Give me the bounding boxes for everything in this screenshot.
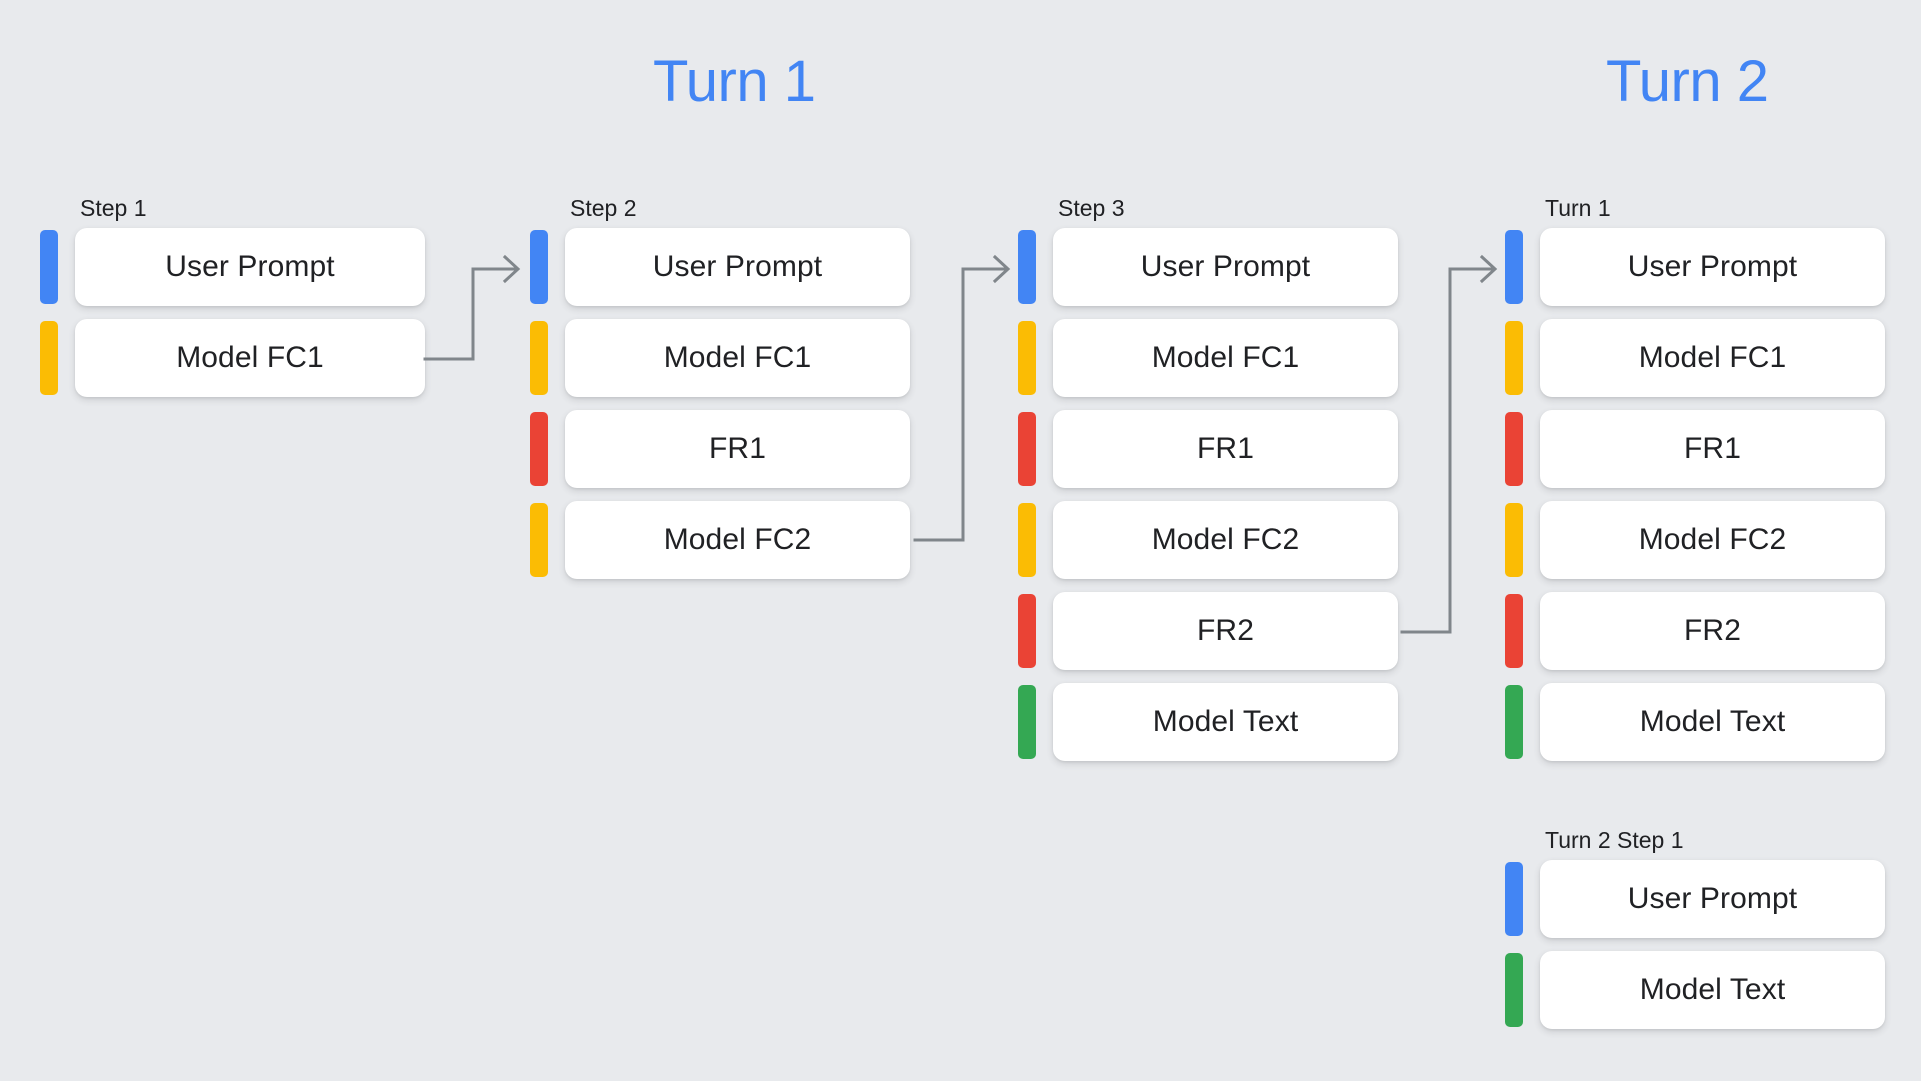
connector-line [423, 267, 519, 361]
role-color-bar-function-response [1018, 412, 1036, 486]
arrowhead-icon [992, 254, 1011, 284]
role-color-bar-model-text [1505, 953, 1523, 1027]
arrowhead-icon [502, 254, 521, 284]
connector-line [1400, 267, 1496, 634]
role-color-bar-model-function-call [1505, 321, 1523, 395]
card-label: Model FC2 [1151, 523, 1300, 556]
card-label: User Prompt [165, 250, 335, 283]
card-label: FR1 [1684, 432, 1741, 465]
card-user-prompt[interactable]: User Prompt [1540, 228, 1885, 306]
column-label-step-3: Step 3 [1058, 195, 1125, 221]
role-color-bar-model-function-call [1505, 503, 1523, 577]
connector-step2-to-step3 [913, 250, 1025, 560]
card-user-prompt[interactable]: User Prompt [1053, 228, 1398, 306]
card-label: Model Text [1639, 705, 1786, 738]
card-fr2[interactable]: FR2 [1053, 592, 1398, 670]
card-label: Model FC1 [663, 341, 812, 374]
role-color-bar-model-text [1505, 685, 1523, 759]
connector-step3-to-turn1 [1400, 250, 1512, 650]
role-color-bar-model-text [1018, 685, 1036, 759]
column-label-step-1: Step 1 [80, 195, 147, 221]
card-model-fc1[interactable]: Model FC1 [565, 319, 910, 397]
connector-line [913, 267, 1009, 542]
card-label: FR1 [1197, 432, 1254, 465]
role-color-bar-user-prompt [1018, 230, 1036, 304]
role-color-bar-user-prompt [40, 230, 58, 304]
card-label: User Prompt [1140, 250, 1311, 283]
card-label: User Prompt [1627, 882, 1798, 915]
card-model-text[interactable]: Model Text [1540, 683, 1885, 761]
connector-step1-to-step2 [423, 250, 535, 380]
card-label: User Prompt [652, 250, 823, 283]
role-color-bar-model-function-call [530, 503, 548, 577]
turn-1-heading: Turn 1 [653, 49, 816, 114]
card-model-fc2[interactable]: Model FC2 [565, 501, 910, 579]
role-color-bar-user-prompt [530, 230, 548, 304]
card-user-prompt[interactable]: User Prompt [1540, 860, 1885, 938]
turn-2-heading: Turn 2 [1606, 49, 1769, 114]
card-label: Model FC2 [1638, 523, 1787, 556]
card-label: FR2 [1197, 614, 1254, 647]
card-model-text[interactable]: Model Text [1540, 951, 1885, 1029]
column-label-turn-2-step-1: Turn 2 Step 1 [1545, 827, 1684, 853]
role-color-bar-function-response [1018, 594, 1036, 668]
role-color-bar-function-response [1505, 412, 1523, 486]
role-color-bar-function-response [1505, 594, 1523, 668]
column-label-step-2: Step 2 [570, 195, 637, 221]
role-color-bar-model-function-call [530, 321, 548, 395]
role-color-bar-model-function-call [1018, 503, 1036, 577]
role-color-bar-model-function-call [40, 321, 58, 395]
card-label: FR1 [709, 432, 766, 465]
card-user-prompt[interactable]: User Prompt [565, 228, 910, 306]
card-user-prompt[interactable]: User Prompt [75, 228, 425, 306]
card-model-text[interactable]: Model Text [1053, 683, 1398, 761]
card-label: User Prompt [1627, 250, 1798, 283]
role-color-bar-user-prompt [1505, 230, 1523, 304]
role-color-bar-user-prompt [1505, 862, 1523, 936]
card-model-fc1[interactable]: Model FC1 [75, 319, 425, 397]
card-label: FR2 [1684, 614, 1741, 647]
arrowhead-icon [1479, 254, 1498, 284]
role-color-bar-model-function-call [1018, 321, 1036, 395]
card-fr2[interactable]: FR2 [1540, 592, 1885, 670]
card-fr1[interactable]: FR1 [1053, 410, 1398, 488]
card-label: Model FC2 [663, 523, 812, 556]
card-label: Model FC1 [176, 341, 324, 374]
card-model-fc2[interactable]: Model FC2 [1540, 501, 1885, 579]
column-label-turn-1: Turn 1 [1545, 195, 1611, 221]
card-fr1[interactable]: FR1 [1540, 410, 1885, 488]
card-fr1[interactable]: FR1 [565, 410, 910, 488]
card-model-fc1[interactable]: Model FC1 [1540, 319, 1885, 397]
card-model-fc2[interactable]: Model FC2 [1053, 501, 1398, 579]
role-color-bar-function-response [530, 412, 548, 486]
card-label: Model Text [1639, 973, 1786, 1006]
card-label: Model FC1 [1638, 341, 1787, 374]
card-label: Model FC1 [1151, 341, 1300, 374]
card-model-fc1[interactable]: Model FC1 [1053, 319, 1398, 397]
card-label: Model Text [1152, 705, 1299, 738]
